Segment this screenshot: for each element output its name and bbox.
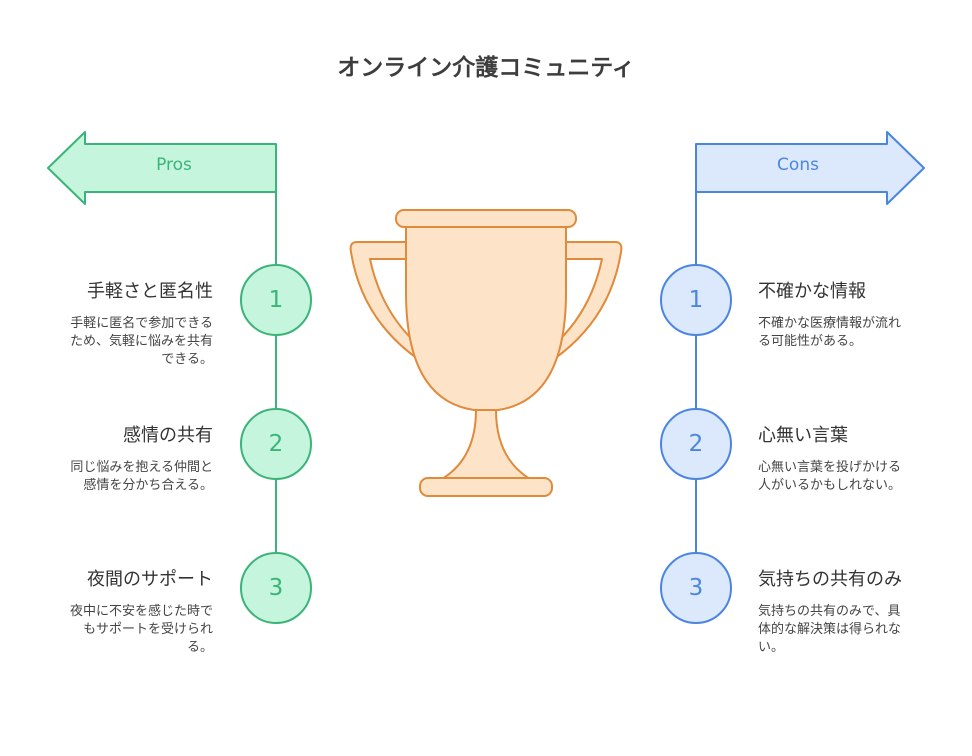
pros-number-3: 3 xyxy=(268,575,284,601)
cons-item-description-1: 不確かな医療情報が流れる可能性がある。 xyxy=(758,316,902,349)
cons-item-title-2: 心無い言葉 xyxy=(758,425,848,446)
pros-item-title-3: 夜間のサポート xyxy=(87,569,213,590)
trophy-icon xyxy=(349,209,623,497)
cons-node-2 xyxy=(660,408,732,480)
cons-node-1 xyxy=(660,264,732,336)
pros-node-3 xyxy=(240,552,312,624)
pros-item-title-2: 感情の共有 xyxy=(123,425,213,446)
pros-item-title-1: 手軽さと匿名性 xyxy=(87,281,213,302)
pros-arrow xyxy=(47,131,277,205)
cons-item-description-2: 心無い言葉を投げかける人がいるかもしれない。 xyxy=(758,460,902,493)
pros-node-2 xyxy=(240,408,312,480)
cons-item-title-1: 不確かな情報 xyxy=(758,281,866,302)
cons-number-2: 2 xyxy=(688,431,704,457)
cons-number-1: 1 xyxy=(688,287,704,313)
page-title: オンライン介護コミュニティ xyxy=(337,55,635,81)
pros-item-description-3: 夜中に不安を感じた時でもサポートを受けられる。 xyxy=(69,604,213,655)
pros-number-2: 2 xyxy=(268,431,284,457)
cons-number-3: 3 xyxy=(688,575,704,601)
cons-item-title-3: 気持ちの共有のみ xyxy=(758,569,902,590)
cons-item-description-3: 気持ちの共有のみで、具体的な解決策は得られない。 xyxy=(758,604,902,655)
pros-label: Pros xyxy=(156,155,192,175)
pros-item-description-1: 手軽に匿名で参加できるため、気軽に悩みを共有できる。 xyxy=(69,316,213,367)
cons-node-3 xyxy=(660,552,732,624)
pros-number-1: 1 xyxy=(268,287,284,313)
pros-item-description-2: 同じ悩みを抱える仲間と感情を分かち合える。 xyxy=(70,460,213,493)
pros-node-1 xyxy=(240,264,312,336)
cons-arrow xyxy=(695,131,925,205)
cons-label: Cons xyxy=(777,155,819,175)
